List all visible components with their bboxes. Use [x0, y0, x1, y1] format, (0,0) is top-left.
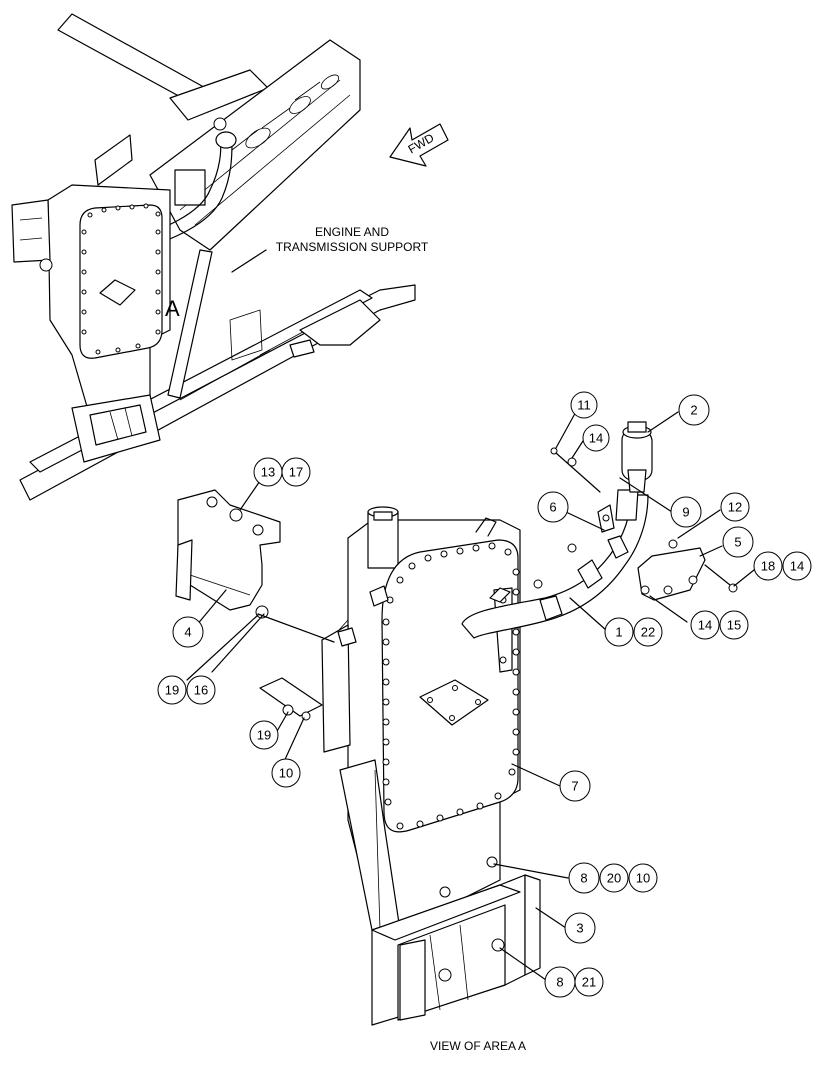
callout-4[interactable]: 4 — [172, 616, 204, 648]
engine-support-label-line1: ENGINE AND — [315, 225, 389, 239]
svg-text:11: 11 — [577, 398, 591, 413]
engine-support-label-line2: TRANSMISSION SUPPORT — [276, 240, 429, 254]
callout-19-lower[interactable]: 19 — [249, 720, 279, 750]
svg-text:6: 6 — [549, 500, 556, 515]
callout-16[interactable]: 16 — [186, 675, 216, 705]
svg-text:14: 14 — [589, 431, 603, 446]
callout-11[interactable]: 11 — [570, 391, 598, 419]
svg-text:19: 19 — [165, 683, 179, 698]
overview-frame — [11, 13, 416, 501]
callout-5[interactable]: 5 — [722, 526, 754, 558]
view-caption: VIEW OF AREA A — [430, 1039, 526, 1053]
callout-3[interactable]: 3 — [564, 912, 596, 944]
svg-text:5: 5 — [734, 535, 741, 550]
svg-text:2: 2 — [690, 403, 697, 418]
callout-17[interactable]: 17 — [281, 457, 311, 487]
engine-support-leader — [231, 249, 267, 273]
callout-12[interactable]: 12 — [720, 492, 750, 522]
svg-text:4: 4 — [184, 625, 191, 640]
svg-text:20: 20 — [607, 871, 621, 886]
callout-1[interactable]: 1 — [604, 617, 634, 647]
svg-text:16: 16 — [194, 683, 208, 698]
svg-text:13: 13 — [261, 465, 275, 480]
callout-10-right[interactable]: 10 — [628, 863, 658, 893]
callout-2[interactable]: 2 — [678, 394, 710, 426]
svg-text:19: 19 — [257, 728, 271, 743]
svg-text:9: 9 — [682, 505, 689, 520]
callout-9[interactable]: 9 — [670, 496, 702, 528]
callout-14[interactable]: 14 — [582, 424, 610, 452]
svg-text:21: 21 — [582, 975, 596, 990]
svg-text:22: 22 — [641, 625, 655, 640]
svg-text:12: 12 — [728, 500, 742, 515]
callout-18[interactable]: 18 — [753, 551, 783, 581]
callout-leaders — [186, 407, 755, 981]
svg-text:10: 10 — [279, 766, 293, 781]
callout-7[interactable]: 7 — [559, 770, 591, 802]
callout-21[interactable]: 21 — [574, 967, 604, 997]
svg-text:18: 18 — [761, 559, 775, 574]
callout-22[interactable]: 22 — [633, 617, 663, 647]
svg-text:14: 14 — [698, 618, 712, 633]
overview-tank-bolts — [81, 203, 161, 355]
callout-10[interactable]: 10 — [271, 758, 301, 788]
callout-8-lower[interactable]: 8 — [544, 966, 576, 998]
callout-20[interactable]: 20 — [599, 863, 629, 893]
svg-text:17: 17 — [289, 465, 303, 480]
svg-text:15: 15 — [727, 618, 741, 633]
svg-text:14: 14 — [790, 559, 804, 574]
callout-14-lower[interactable]: 14 — [690, 610, 720, 640]
callout-14-right[interactable]: 14 — [782, 551, 812, 581]
svg-text:8: 8 — [556, 975, 563, 990]
callout-8[interactable]: 8 — [568, 862, 600, 894]
svg-text:10: 10 — [636, 871, 650, 886]
callout-6[interactable]: 6 — [537, 491, 569, 523]
callout-13[interactable]: 13 — [253, 457, 283, 487]
area-a-marker: A — [165, 296, 180, 321]
fwd-arrow: FWD — [389, 123, 449, 167]
detail-view — [175, 421, 738, 1026]
svg-text:1: 1 — [615, 625, 622, 640]
callouts: 2 11 14 9 6 12 5 18 14 14 15 1 22 13 17 … — [157, 391, 812, 998]
svg-text:8: 8 — [580, 871, 587, 886]
svg-text:7: 7 — [571, 779, 578, 794]
callout-19[interactable]: 19 — [157, 675, 187, 705]
svg-text:3: 3 — [576, 921, 583, 936]
callout-15[interactable]: 15 — [719, 610, 749, 640]
